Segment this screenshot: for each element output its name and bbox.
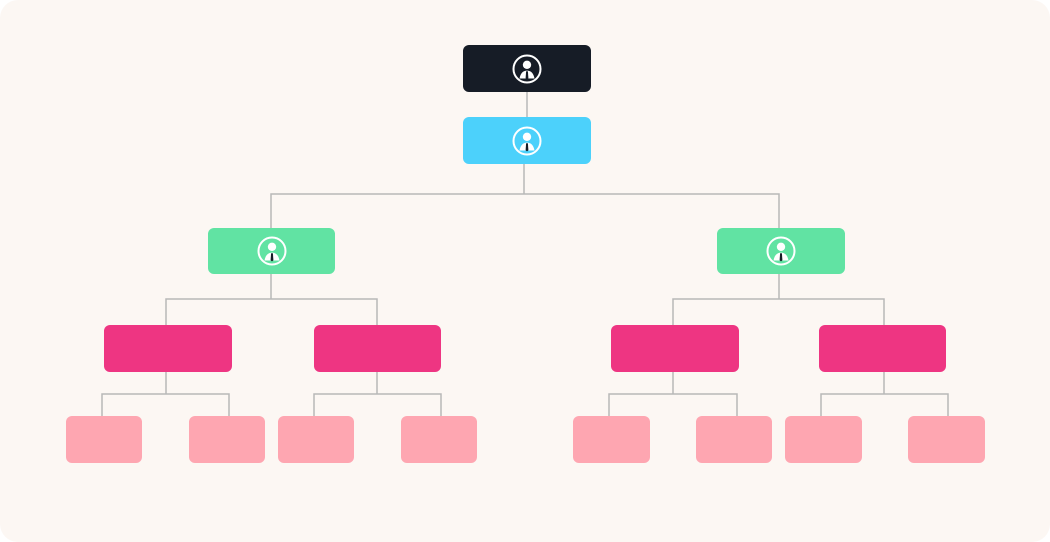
person-with-tie-icon (512, 54, 542, 83)
org-node-level3[interactable] (819, 325, 946, 372)
connector-level1-to-level2 (270, 164, 780, 228)
org-node-level1[interactable] (463, 117, 591, 164)
org-node-level2-right[interactable] (717, 228, 845, 274)
org-node-level4[interactable] (785, 416, 862, 463)
connector-level3a-to-level4 (101, 372, 230, 416)
org-node-level3[interactable] (611, 325, 739, 372)
org-node-level4[interactable] (189, 416, 265, 463)
connector-left-level2-to-level3 (165, 274, 378, 325)
person-with-tie-icon (766, 236, 796, 266)
org-node-level2-left[interactable] (208, 228, 335, 274)
org-node-level4[interactable] (278, 416, 354, 463)
connector-level3c-to-level4 (608, 372, 738, 416)
org-node-level4[interactable] (401, 416, 477, 463)
org-node-level3[interactable] (314, 325, 441, 372)
connector-level3b-to-level4 (313, 372, 442, 416)
person-with-tie-icon (257, 236, 286, 266)
org-node-level4[interactable] (908, 416, 985, 463)
person-with-tie-icon (512, 126, 542, 155)
org-node-level4[interactable] (573, 416, 650, 463)
connector-level3d-to-level4 (820, 372, 949, 416)
org-node-level3[interactable] (104, 325, 232, 372)
org-node-level4[interactable] (696, 416, 772, 463)
org-node-top[interactable] (463, 45, 591, 92)
connector-right-level2-to-level3 (672, 274, 885, 325)
org-node-level4[interactable] (66, 416, 142, 463)
